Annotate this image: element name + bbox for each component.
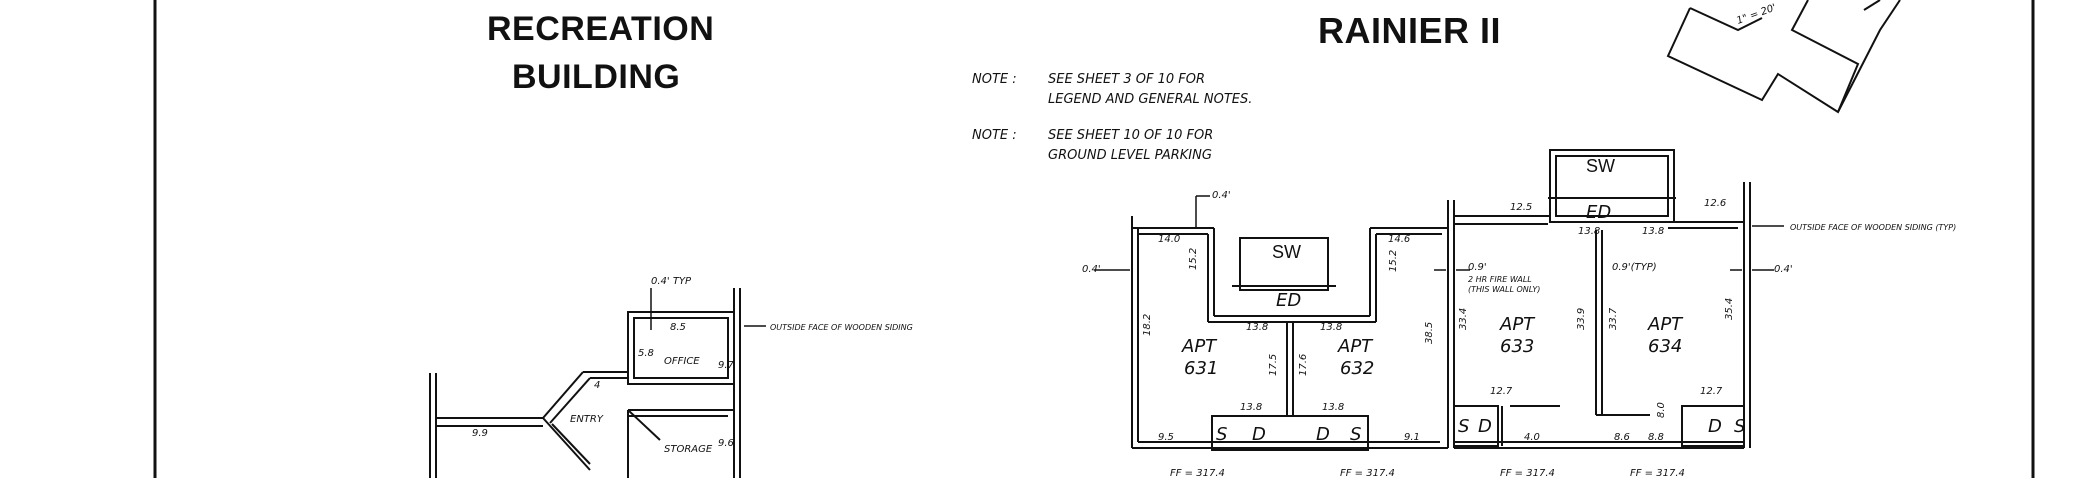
s-label-1: S [1216, 424, 1227, 445]
dim-25: 4.0 [1524, 432, 1540, 443]
dim-18: 35.4 [1724, 298, 1735, 320]
rainier-title: RAINIER II [1318, 10, 1502, 51]
rainier-leaders [1094, 195, 1784, 271]
dim-04: 12.5 [1510, 202, 1532, 213]
d-label-2: D [1316, 424, 1330, 445]
dim-14: 38.5 [1424, 322, 1435, 344]
sw-label-1: SW [1272, 242, 1301, 262]
s-label-2: S [1350, 424, 1361, 445]
dim-13: 17.6 [1298, 354, 1309, 376]
dim-07: 12.6 [1704, 198, 1726, 209]
dim-09: 13.8 [1246, 322, 1268, 333]
rec-room-entry: ENTRY [570, 414, 604, 425]
fire-wall-note-2: (THIS WALL ONLY) [1468, 285, 1540, 294]
dim-05: 13.8 [1578, 226, 1600, 237]
dim-17: 33.7 [1608, 307, 1619, 330]
d-label-1: D [1252, 424, 1266, 445]
scale-label: 1" = 20' [1735, 2, 1777, 26]
dim-20: 13.8 [1322, 402, 1344, 413]
rec-title-line2: BUILDING [512, 58, 681, 96]
note-2-prefix: NOTE : [972, 128, 1017, 143]
rec-dim-6: 9.6 [718, 438, 734, 449]
rec-siding-note: OUTSIDE FACE OF WOODEN SIDING [770, 323, 913, 332]
fire-wall-note-1: 2 HR FIRE WALL [1468, 275, 1532, 284]
rainier-offset-3: 0.4' [1774, 264, 1793, 275]
dim-10: 13.8 [1320, 322, 1342, 333]
apt-631-label: APT [1181, 336, 1218, 357]
s-label-3: S [1458, 416, 1469, 437]
apt-632-label: APT [1337, 336, 1374, 357]
rec-dim-3: 9.7 [718, 360, 735, 371]
apt-633-label: APT [1499, 314, 1536, 335]
rec-dim-1: 8.5 [670, 322, 686, 333]
rec-dim-4: 9.9 [472, 428, 488, 439]
dim-19: 13.8 [1240, 402, 1262, 413]
dim-03: 14.6 [1388, 234, 1410, 245]
dim-22: 12.7 [1700, 386, 1723, 397]
dim-16: 33.9 [1576, 308, 1587, 330]
note-1-line2: LEGEND AND GENERAL NOTES. [1048, 92, 1253, 107]
rec-room-office: OFFICE [664, 356, 700, 367]
dim-11: 18.2 [1142, 314, 1153, 336]
rec-building-walls [429, 288, 741, 478]
note-1-prefix: NOTE : [972, 72, 1017, 87]
note-2-line2: GROUND LEVEL PARKING [1048, 148, 1212, 163]
dim-21: 12.7 [1490, 386, 1513, 397]
dim-12: 17.5 [1268, 354, 1279, 376]
d-label-4: D [1708, 416, 1722, 437]
ff-label-2: FF = 317.4 [1340, 468, 1395, 478]
apt-634-number: 634 [1648, 336, 1682, 357]
rainier-offset-1: 0.4' [1082, 264, 1101, 275]
dim-01: 14.0 [1158, 234, 1180, 245]
rec-dim-5: 4 [594, 380, 600, 391]
rec-title-line1: RECREATION [487, 10, 715, 48]
rainier-siding-note: OUTSIDE FACE OF WOODEN SIDING (TYP) [1790, 223, 1956, 232]
ed-label-1: ED [1276, 290, 1301, 311]
dim-15: 33.4 [1458, 308, 1469, 330]
rec-dim-2: 5.8 [638, 348, 654, 359]
rainier-offset-5: 0.9'(TYP) [1612, 262, 1657, 273]
apt-632-number: 632 [1340, 358, 1374, 379]
apt-633-number: 633 [1500, 336, 1534, 357]
note-1-line1: SEE SHEET 3 OF 10 FOR [1048, 72, 1206, 87]
apt-634-label: APT [1647, 314, 1684, 335]
dim-24: 9.1 [1404, 432, 1420, 443]
sw-label-2: SW [1586, 156, 1615, 176]
ff-label-1: FF = 317.4 [1170, 468, 1225, 478]
rec-room-storage: STORAGE [664, 444, 713, 455]
dim-28: 8.0 [1656, 402, 1667, 418]
key-plan [1666, 0, 1901, 114]
s-label-4: S [1734, 416, 1745, 437]
ed-label-2: ED [1586, 202, 1611, 223]
d-label-3: D [1478, 416, 1492, 437]
ff-label-3: FF = 317.4 [1500, 468, 1555, 478]
dim-26: 8.6 [1614, 432, 1630, 443]
apt-631-number: 631 [1184, 358, 1218, 379]
rainier-offset-4: 0.9' [1468, 262, 1487, 273]
dim-02: 15.2 [1188, 248, 1199, 270]
ff-label-4: FF = 317.4 [1630, 468, 1685, 478]
dim-27: 8.8 [1648, 432, 1664, 443]
rec-offset-label: 0.4' TYP [651, 276, 692, 287]
dim-08: 15.2 [1388, 250, 1399, 272]
note-2-line1: SEE SHEET 10 OF 10 FOR [1048, 128, 1214, 143]
rainier-offset-2: 0.4' [1212, 190, 1231, 201]
dim-06: 13.8 [1642, 226, 1664, 237]
rainier-walls [1131, 149, 1751, 451]
dim-23: 9.5 [1158, 432, 1174, 443]
